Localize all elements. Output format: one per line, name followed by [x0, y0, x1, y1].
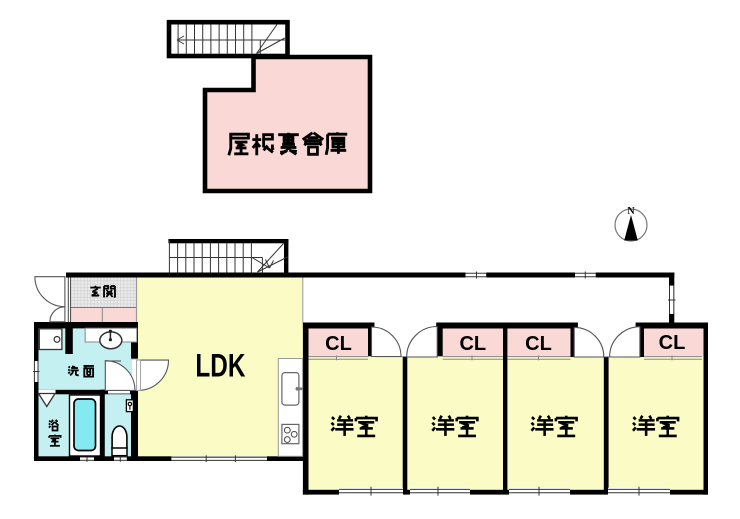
svg-text:CL: CL [659, 332, 686, 354]
svg-text:CL: CL [525, 333, 552, 355]
svg-text:N: N [627, 206, 635, 217]
svg-text:LDK: LDK [195, 348, 245, 384]
svg-text:CL: CL [459, 333, 486, 355]
svg-text:CL: CL [325, 333, 352, 355]
